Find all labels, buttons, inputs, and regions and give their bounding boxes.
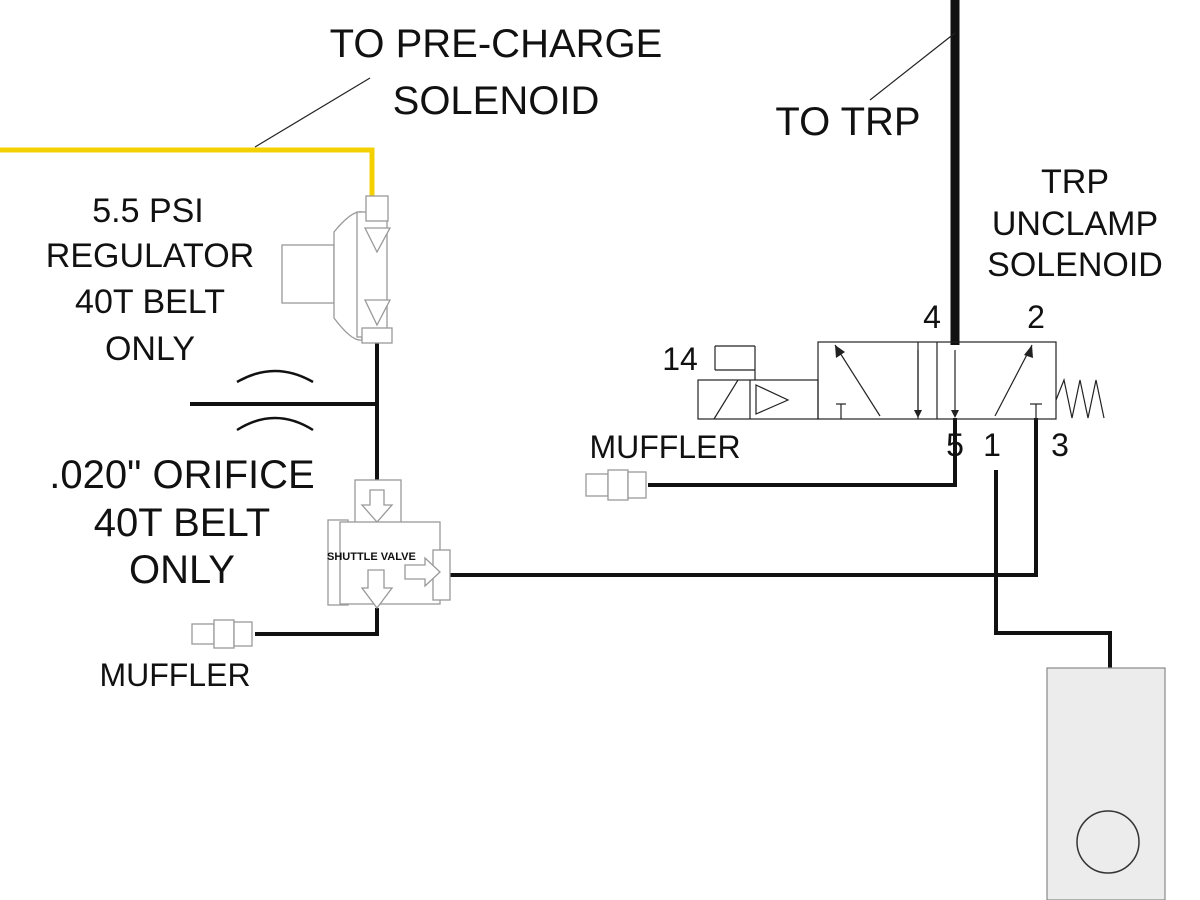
port-2-label: 2	[1027, 299, 1045, 335]
precharge-label-line1: TO PRE-CHARGE	[330, 22, 663, 66]
shuttle-valve-icon	[327, 479, 451, 610]
port5-to-muffler-line	[648, 418, 957, 487]
port-5-label: 5	[946, 427, 964, 463]
muffler-left-label: MUFFLER	[99, 657, 250, 693]
muffler-left-icon	[191, 619, 253, 649]
regulator-label-line4: ONLY	[105, 330, 195, 368]
port-1-label: 1	[983, 427, 1001, 463]
muffler-right-icon	[585, 469, 647, 501]
orifice-label-line2: 40T BELT	[94, 501, 270, 545]
regulator-label-line2: REGULATOR	[46, 237, 254, 275]
precharge-leader	[254, 77, 371, 148]
air-tank-icon	[1046, 667, 1166, 900]
orifice-symbol	[236, 369, 314, 432]
to-trp-label: TO TRP	[775, 100, 920, 144]
regulator-icon	[281, 195, 393, 344]
muffler-right-label: MUFFLER	[589, 429, 740, 465]
orifice-label-line1: .020" ORIFICE	[49, 453, 314, 497]
to-trp-leader	[869, 32, 956, 101]
port-4-label: 4	[923, 299, 941, 335]
precharge-label-line2: SOLENOID	[393, 79, 600, 123]
port-3-label: 3	[1051, 427, 1069, 463]
regulator-label-line3: 40T BELT	[75, 283, 225, 321]
trp-solenoid-label-line1: TRP	[1041, 163, 1109, 201]
regulator-label-line1: 5.5 PSI	[92, 192, 204, 230]
precharge-line	[0, 147, 375, 200]
shuttle-to-port3-line	[450, 418, 1038, 577]
shuttle-valve-label: SHUTTLE VALVE	[327, 551, 416, 563]
port-14-label: 14	[662, 341, 698, 377]
solenoid-valve-symbol	[697, 341, 1105, 420]
shuttle-to-muffler-line	[255, 608, 379, 636]
trp-solenoid-label-line3: SOLENOID	[987, 246, 1163, 284]
trp-solenoid-label-line2: UNCLAMP	[992, 205, 1158, 243]
orifice-label-line3: ONLY	[129, 548, 235, 592]
port1-to-tank-line	[994, 470, 1112, 670]
